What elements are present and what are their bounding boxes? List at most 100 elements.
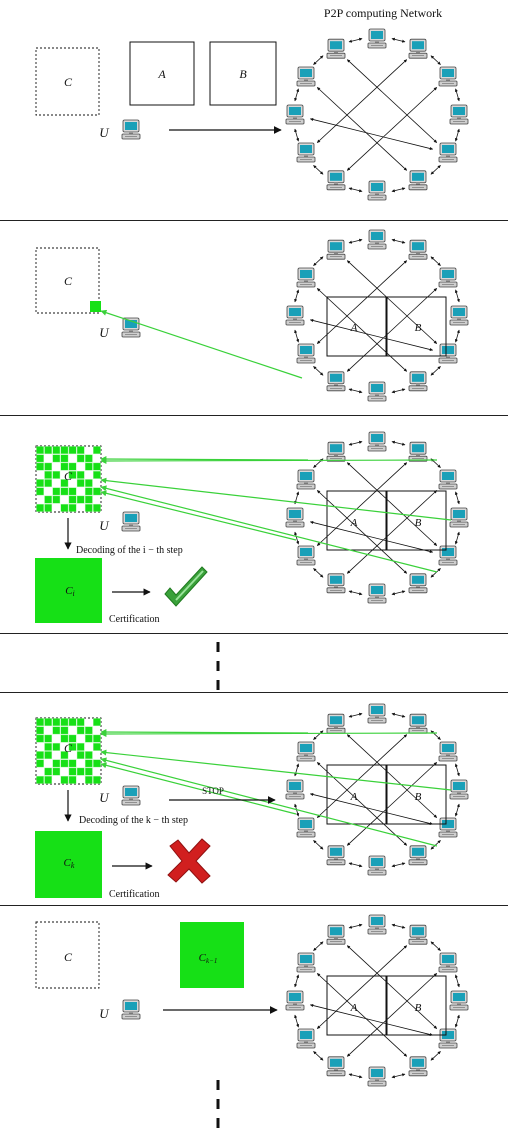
peer-computer-icon bbox=[326, 38, 346, 59]
peer-link-arrow bbox=[313, 568, 324, 578]
peer-computer-icon bbox=[296, 1028, 316, 1049]
matrix-b-label: B bbox=[415, 1002, 422, 1014]
peer-computer-icon bbox=[285, 990, 305, 1011]
computed-block bbox=[68, 759, 77, 768]
peer-link-arrow bbox=[454, 88, 460, 102]
peer-computer-icon bbox=[326, 573, 346, 594]
peer-computer-icon bbox=[449, 507, 469, 528]
computed-block bbox=[52, 759, 61, 768]
peer-link-arrow bbox=[313, 730, 324, 740]
p2p-network-ring bbox=[285, 229, 469, 402]
user-computer-icon bbox=[121, 999, 141, 1020]
user-label: U bbox=[99, 518, 110, 533]
peer-computer-icon bbox=[408, 713, 428, 734]
computed-block bbox=[44, 479, 53, 488]
peer-link-arrow bbox=[454, 1014, 460, 1028]
computed-block bbox=[93, 734, 101, 743]
peer-link-arrow bbox=[430, 256, 441, 266]
computed-block bbox=[84, 775, 93, 784]
computed-block bbox=[36, 479, 44, 488]
peer-link-arrow bbox=[391, 923, 406, 929]
matrix-a-box bbox=[326, 296, 387, 357]
peer-computer-icon bbox=[438, 142, 458, 163]
peer-computer-icon bbox=[438, 469, 458, 490]
peer-computer-icon bbox=[449, 104, 469, 125]
matrix-c-box bbox=[35, 47, 100, 116]
computed-block bbox=[44, 462, 53, 471]
computed-block bbox=[60, 775, 69, 784]
decoding-step-label: Decoding of the i − th step bbox=[76, 545, 183, 556]
peer-computer-icon bbox=[367, 381, 387, 402]
panel-5: C Ck−1 A B U bbox=[35, 921, 447, 1036]
cross-link-arrow bbox=[316, 734, 408, 818]
matrix-c-label: C bbox=[64, 274, 73, 288]
computed-block bbox=[76, 446, 85, 455]
peer-computer-icon bbox=[449, 990, 469, 1011]
computed-block bbox=[76, 742, 85, 751]
cross-link-arrow bbox=[346, 260, 438, 344]
peer-computer-icon bbox=[326, 845, 346, 866]
peer-link-arrow bbox=[430, 568, 441, 578]
computed-block bbox=[36, 446, 44, 455]
computed-block bbox=[60, 734, 69, 743]
cross-link-arrow bbox=[346, 462, 438, 546]
partial-matrix-c bbox=[35, 717, 102, 785]
peer-link-arrow bbox=[313, 941, 324, 951]
result-return-lines bbox=[100, 456, 452, 573]
computed-block bbox=[84, 462, 93, 471]
cross-link-arrow bbox=[346, 288, 438, 372]
matrix-c-label: C bbox=[64, 741, 73, 755]
peer-computer-icon bbox=[438, 817, 458, 838]
computed-block bbox=[36, 718, 44, 727]
peer-computer-icon bbox=[326, 239, 346, 260]
peer-link-arrow bbox=[294, 974, 300, 988]
computed-block bbox=[68, 734, 77, 743]
peer-link-arrow bbox=[294, 763, 300, 777]
peer-computer-icon bbox=[367, 1066, 387, 1087]
cross-link-arrow bbox=[346, 59, 438, 143]
ck1-label: Ck−1 bbox=[199, 952, 218, 965]
peer-link-arrow bbox=[454, 329, 460, 343]
computed-block bbox=[93, 462, 101, 471]
peer-link-arrow bbox=[313, 840, 324, 850]
matrix-a-box bbox=[326, 490, 387, 551]
cross-link-arrow bbox=[309, 318, 434, 352]
peer-link-arrow bbox=[430, 941, 441, 951]
decoded-block-ck1 bbox=[180, 922, 244, 988]
peer-link-arrow bbox=[391, 238, 406, 244]
peer-link-arrow bbox=[294, 128, 300, 142]
matrix-b-box bbox=[386, 296, 447, 357]
peer-link-arrow bbox=[430, 55, 441, 65]
computed-block bbox=[52, 742, 61, 751]
peer-computer-icon bbox=[326, 371, 346, 392]
stop-label: STOP bbox=[202, 786, 224, 796]
peer-link-arrow bbox=[313, 366, 324, 376]
cross-icon bbox=[167, 838, 211, 884]
peer-link-arrow bbox=[391, 712, 406, 718]
computed-block bbox=[52, 718, 61, 727]
computed-block bbox=[60, 726, 69, 735]
panel-2: C A B U bbox=[35, 247, 447, 379]
matrix-b-label: B bbox=[239, 67, 247, 81]
peer-computer-icon bbox=[408, 441, 428, 462]
peer-link-arrow bbox=[294, 1014, 300, 1028]
peer-link-arrow bbox=[391, 187, 406, 193]
user-label: U bbox=[99, 325, 110, 340]
computed-block bbox=[93, 759, 101, 768]
matrix-c-label: C bbox=[64, 950, 73, 964]
peer-computer-icon bbox=[326, 713, 346, 734]
user-label: U bbox=[99, 790, 110, 805]
peer-link-arrow bbox=[391, 1073, 406, 1079]
certification-label: Certification bbox=[109, 889, 160, 900]
peer-computer-icon bbox=[296, 741, 316, 762]
computed-block bbox=[36, 734, 44, 743]
matrix-b-box bbox=[209, 41, 277, 106]
panel-4: C A B U STOP Decoding of the k − th step… bbox=[35, 717, 452, 900]
p2p-network-ring bbox=[285, 431, 469, 604]
computed-block bbox=[68, 775, 77, 784]
matrix-b-label: B bbox=[415, 322, 422, 334]
peer-computer-icon bbox=[326, 170, 346, 191]
cross-link-arrow bbox=[309, 117, 434, 151]
computed-block bbox=[84, 495, 93, 504]
